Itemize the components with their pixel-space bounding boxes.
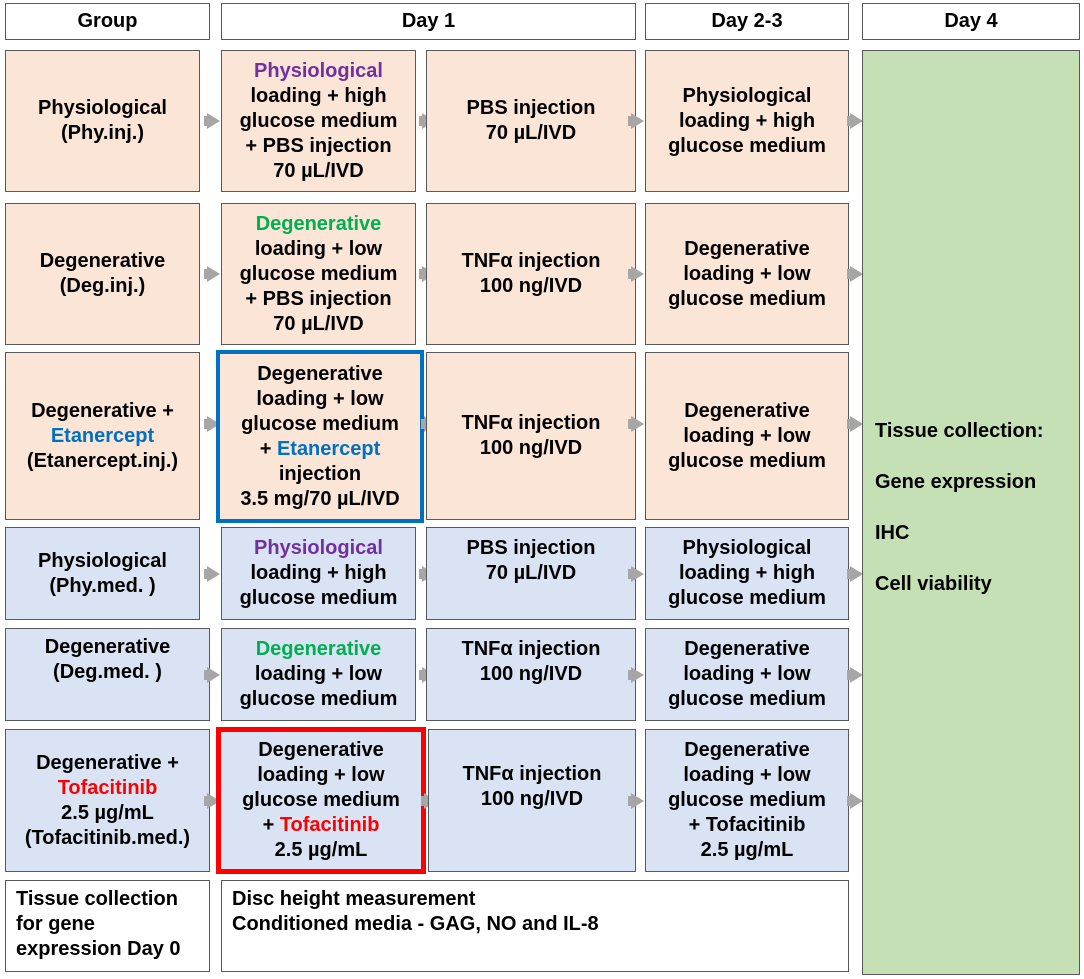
arrow-right-icon [628,793,644,809]
group-physiological-inj: Physiological(Phy.inj.) [5,50,200,192]
header-day4: Day 4 [862,3,1080,40]
arrow-right-icon [204,667,220,683]
arrow-right-icon [847,793,863,809]
arrow-right-icon [204,113,220,129]
day1-loading-tofacitinib: Degenerative loading + low glucose mediu… [216,727,426,874]
header-day1: Day 1 [221,3,636,40]
day1-loading-etanercept: Degenerative loading + low glucose mediu… [216,350,424,523]
arrow-right-icon [847,667,863,683]
day1-loading-phy-inj: Physiological loading + high glucose med… [221,50,416,192]
group-physiological-med: Physiological(Phy.med. ) [5,527,200,620]
day4-item-cell-viability: Cell viability [875,573,992,595]
arrow-right-icon [204,266,220,282]
day4-item-gene-expression: Gene expression [875,471,1037,493]
group-tofacitinib-med: Degenerative + Tofacitinib 2.5 µg/mL (To… [5,729,210,872]
day4-title: Tissue collection: [875,420,1044,442]
arrow-right-icon [204,566,220,582]
arrow-right-icon [628,266,644,282]
arrow-right-icon [628,566,644,582]
day4-tissue-collection: Tissue collection: Gene expression IHC C… [862,50,1080,975]
day4-item-ihc: IHC [875,522,910,544]
arrow-right-icon [847,266,863,282]
day1-loading-phy-med: Physiological loading + high glucose med… [221,527,416,620]
day1-loading-deg-inj: Degenerative loading + low glucose mediu… [221,203,416,345]
arrow-right-icon [628,416,644,432]
group-degenerative-med: Degenerative(Deg.med. ) [5,628,210,721]
group-etanercept-inj: Degenerative + Etanercept (Etanercept.in… [5,352,200,520]
arrow-right-icon [847,416,863,432]
arrow-right-icon [847,566,863,582]
arrow-right-icon [628,667,644,683]
day1-loading-deg-med: Degenerative loading + low glucose mediu… [221,628,416,721]
header-group: Group [5,3,210,40]
header-day23: Day 2-3 [645,3,849,40]
arrow-right-icon [628,113,644,129]
arrow-right-icon [847,113,863,129]
group-degenerative-inj: Degenerative(Deg.inj.) [5,203,200,345]
